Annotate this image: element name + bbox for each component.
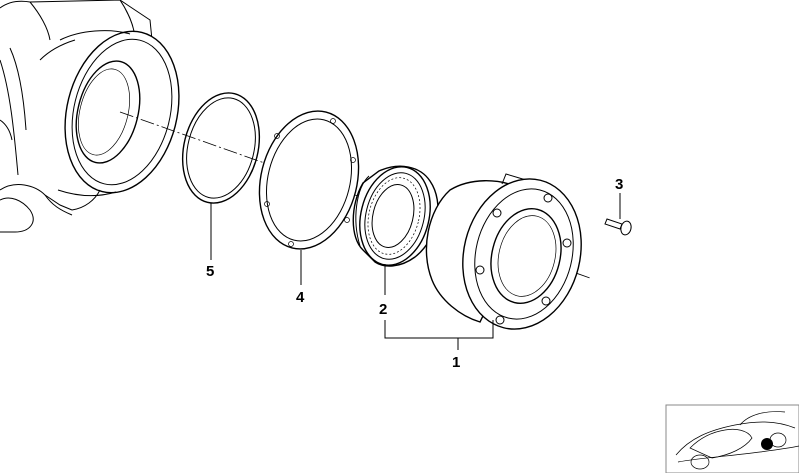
bracket-1 bbox=[384, 320, 494, 339]
callout-label-4: 4 bbox=[296, 289, 305, 306]
car-location-icon bbox=[665, 404, 799, 473]
o-ring bbox=[181, 92, 261, 204]
bolt bbox=[604, 218, 632, 236]
gasket bbox=[258, 110, 360, 250]
bearing bbox=[352, 165, 439, 267]
housing-casing bbox=[0, 0, 180, 233]
callout-label-2: 2 bbox=[379, 301, 387, 318]
flanged-cover bbox=[425, 173, 582, 330]
callout-label-5: 5 bbox=[206, 263, 214, 280]
callout-label-1: 1 bbox=[452, 354, 460, 371]
callout-label-3: 3 bbox=[615, 176, 623, 193]
